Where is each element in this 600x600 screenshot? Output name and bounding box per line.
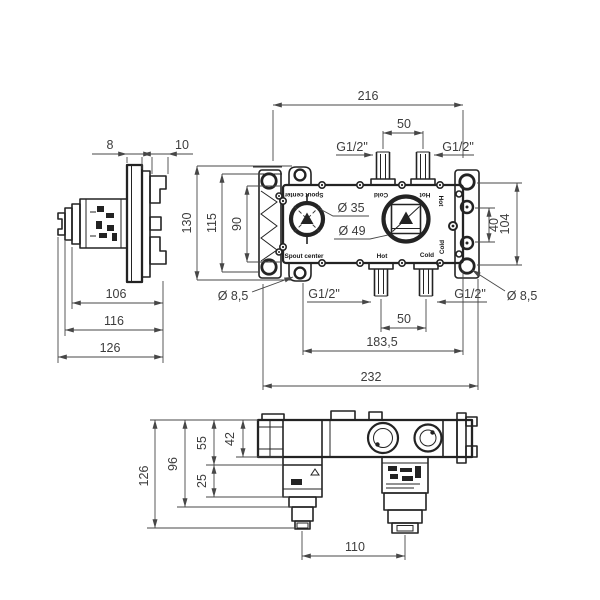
hot-label-side: Hot (437, 196, 444, 208)
side-view: 8 10 106 116 126 (57, 138, 193, 363)
pipe-bottom-right (413, 262, 439, 297)
cartridge-right (381, 456, 429, 534)
dim-104-label: 104 (498, 214, 512, 235)
cartridge-detail (90, 206, 117, 241)
g12-top-right-label: G1/2" (442, 140, 474, 154)
dim-50-bottom-label: 50 (397, 312, 411, 326)
hot-label-top: Hot (419, 191, 431, 198)
spout-center-label: Spout center (284, 253, 324, 260)
dim-110-label: 110 (345, 540, 365, 554)
mounting-bracket-side (141, 170, 167, 278)
cold-label-side: Cold (439, 240, 446, 254)
body-port-labels: Spout center Spout center Cold Hot Hot H… (284, 191, 446, 260)
dim-232-label: 232 (361, 370, 382, 384)
port-boss-left (366, 421, 400, 455)
dim-106-label: 106 (106, 287, 127, 301)
dim-90-label: 90 (230, 217, 244, 231)
spout-circle (288, 194, 326, 244)
dim-42-label: 42 (223, 432, 237, 446)
side-view-dimensions: 8 10 106 116 126 (57, 138, 193, 363)
mounting-tab-bottom (288, 263, 312, 282)
g12-bottom-right-label: G1/2" (454, 287, 486, 301)
dia-85-right-label: Ø 8,5 (507, 289, 538, 303)
pipe-bottom-left (368, 262, 394, 297)
mixer-circle (381, 194, 431, 244)
pipe-top-left (370, 151, 396, 186)
front-view-dimensions: 216 50 G1/2" G1/2" 130 115 90 40 (180, 89, 537, 390)
dim-40-label: 40 (487, 218, 501, 232)
body-screws (278, 181, 458, 267)
dim-55-label: 55 (195, 436, 209, 450)
dim-25-label: 25 (195, 474, 209, 488)
spout-center-label-flipped: Spout center (284, 191, 324, 198)
dim-183-5-label: 183,5 (366, 335, 397, 349)
dim-50-top-label: 50 (397, 117, 411, 131)
pipe-top-right (410, 151, 436, 186)
dim-115-label: 115 (205, 213, 219, 233)
g12-top-left-label: G1/2" (336, 140, 368, 154)
valve-body-profile (256, 410, 478, 464)
port-boss-right (413, 423, 443, 453)
front-view: Spout center Spout center Cold Hot Hot H… (180, 89, 537, 390)
bottom-view-dimensions: 42 55 25 96 126 110 (137, 419, 406, 560)
bottom-view: 42 55 25 96 126 110 (137, 410, 478, 560)
dia-49-label: Ø 49 (338, 224, 365, 238)
dim-116-label: 116 (104, 314, 124, 328)
dim-126-label: 126 (100, 341, 121, 355)
dia-85-left-label: Ø 8,5 (218, 289, 249, 303)
dia-35-label: Ø 35 (337, 201, 364, 215)
dim-10-label: 10 (175, 138, 189, 152)
mounting-tab-top (288, 166, 312, 185)
cartridge-left (282, 456, 323, 530)
hot-label-bottom: Hot (377, 253, 389, 260)
dim-96-label: 96 (166, 457, 180, 471)
dim-216-label: 216 (358, 89, 379, 103)
cold-label-top: Cold (374, 191, 388, 198)
dim-130-label: 130 (180, 213, 194, 234)
g12-bottom-left-label: G1/2" (308, 287, 340, 301)
cold-label-bottom: Cold (420, 252, 434, 259)
dim-8-label: 8 (107, 138, 114, 152)
dim-126-label: 126 (137, 466, 151, 487)
mounting-bracket-left (258, 169, 283, 279)
